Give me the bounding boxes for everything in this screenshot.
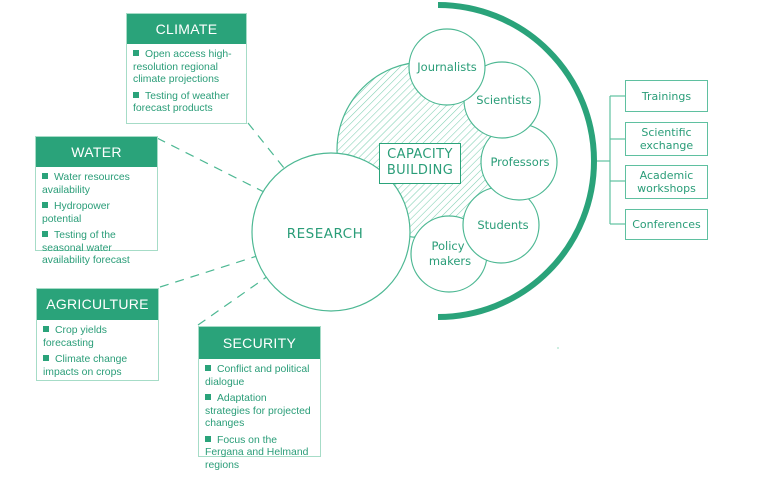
research-circle xyxy=(251,152,411,312)
topic-item: Crop yields forecasting xyxy=(43,325,107,349)
topic-item: Water resources availability xyxy=(42,172,130,196)
topic-title-agriculture: AGRICULTURE xyxy=(37,289,158,320)
topic-box-water: WATER Water resources availability Hydro… xyxy=(35,136,158,266)
group-label-students: Students xyxy=(477,218,528,232)
topic-item: Adaptation strategies for projected chan… xyxy=(205,393,311,429)
capacity-building-box: CAPACITY BUILDING xyxy=(379,143,461,184)
bullet-square-icon xyxy=(205,365,211,371)
topic-title-security: SECURITY xyxy=(199,327,320,359)
topic-list-agriculture: Crop yields forecasting Climate change i… xyxy=(37,320,158,387)
topic-list-water: Water resources availability Hydropower … xyxy=(36,167,157,276)
connector-water xyxy=(156,137,265,193)
topic-item: Hydropower potential xyxy=(42,201,111,225)
activities-bracket xyxy=(597,95,625,225)
bullet-square-icon xyxy=(133,50,139,56)
activity-label-line1: Scientific xyxy=(641,126,692,139)
topic-box-security: SECURITY Conflict and political dialogue… xyxy=(198,326,321,471)
group-label-policy: Policy xyxy=(431,239,464,253)
bullet-square-icon xyxy=(205,435,211,442)
topic-item: Open access high-resolution regional cli… xyxy=(133,49,232,85)
outreach-arc xyxy=(437,2,597,320)
topic-item: Testing of weather forecast products xyxy=(133,90,230,114)
topic-title-water: WATER xyxy=(36,137,157,167)
activity-scientific-exchange: Scientific exchange xyxy=(625,122,708,156)
bullet-square-icon xyxy=(42,202,48,208)
topic-box-climate: CLIMATE Open access high-resolution regi… xyxy=(126,13,247,124)
connector-agriculture xyxy=(159,255,258,288)
activity-trainings: Trainings xyxy=(625,80,708,112)
diagram-canvas: RESEARCH Journalists Scientists Professo… xyxy=(156,2,625,349)
activity-label-line2: workshops xyxy=(637,182,696,195)
stray-dot xyxy=(557,347,559,349)
bullet-square-icon xyxy=(43,355,49,361)
topic-item: Climate change impacts on crops xyxy=(43,354,128,378)
activity-label-line2: exchange xyxy=(639,139,694,152)
topic-item: Testing of the seasonal water availabili… xyxy=(42,230,130,266)
topic-list-climate: Open access high-resolution regional cli… xyxy=(127,44,246,124)
connector-climate xyxy=(247,122,285,169)
activity-trainings-label: Trainings xyxy=(641,89,692,103)
capacity-building-line2: BUILDING xyxy=(386,163,454,178)
research-label: RESEARCH xyxy=(287,226,364,242)
group-label-makers: makers xyxy=(429,254,471,268)
activity-conferences-label: Conferences xyxy=(632,218,701,231)
connector-security xyxy=(197,275,269,326)
group-circle-journalists xyxy=(408,28,486,106)
bullet-square-icon xyxy=(205,394,211,400)
activity-label-line1: Academic xyxy=(639,169,694,182)
topic-item: Conflict and political dialogue xyxy=(205,364,310,388)
bullet-square-icon xyxy=(43,326,49,332)
activity-conferences: Conferences xyxy=(625,209,708,240)
bullet-square-icon xyxy=(42,231,48,237)
topic-box-agriculture: AGRICULTURE Crop yields forecasting Clim… xyxy=(36,288,159,381)
bullet-square-icon xyxy=(42,173,48,179)
group-label-scientists: Scientists xyxy=(476,93,531,107)
topic-title-climate: CLIMATE xyxy=(127,14,246,44)
capacity-building-line1: CAPACITY xyxy=(387,147,453,162)
activity-academic-workshops: Academic workshops xyxy=(625,165,708,199)
bullet-square-icon xyxy=(133,91,139,98)
group-label-professors: Professors xyxy=(490,155,549,169)
topic-item: Focus on the Fergana and Helmand regions xyxy=(205,434,309,471)
group-label-journalists: Journalists xyxy=(416,60,476,74)
dashed-connectors xyxy=(156,122,285,326)
